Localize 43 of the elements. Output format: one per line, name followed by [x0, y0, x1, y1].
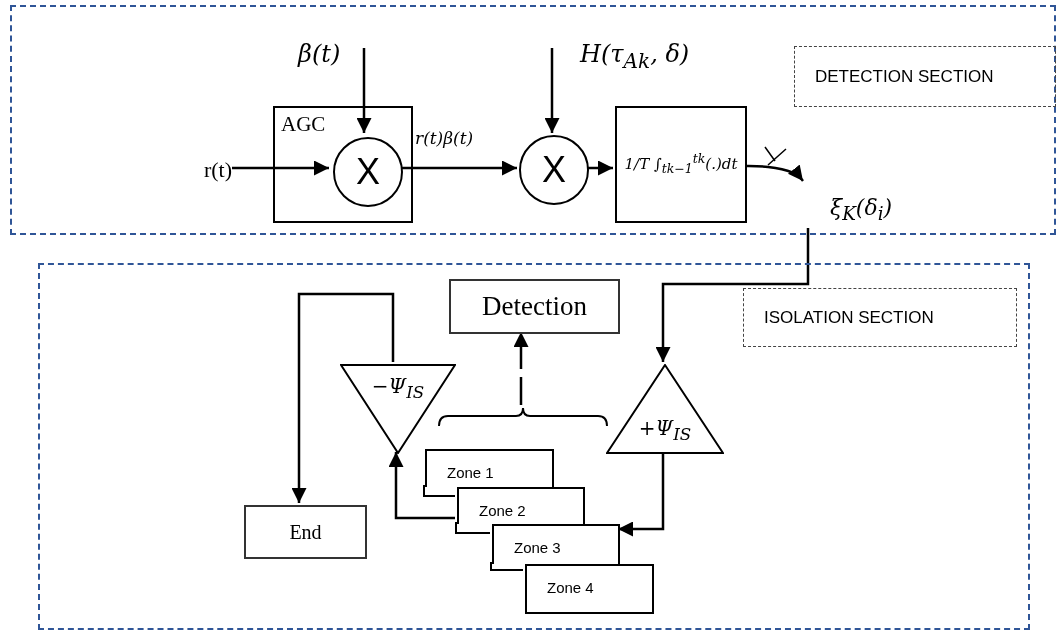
integrator-block: [615, 106, 747, 223]
arrow: [513, 332, 529, 405]
zone-box: [492, 524, 620, 564]
multiply-symbol: X: [356, 154, 380, 190]
zone-label: Zone 1: [447, 465, 494, 480]
arrow: [618, 452, 665, 537]
section-title: ISOLATION SECTION: [764, 309, 934, 326]
block-label: Detection: [482, 293, 587, 320]
threshold-triangle: [340, 364, 456, 454]
multiply-symbol: X: [542, 152, 566, 188]
threshold-triangle: [606, 364, 724, 454]
signal-label: r(t): [203, 159, 232, 181]
end-box: [244, 505, 367, 559]
arrow: [356, 48, 372, 133]
agc-block: [273, 106, 413, 223]
block-label: End: [289, 522, 322, 542]
arrow: [388, 452, 455, 520]
integral-formula: 1/T ∫$_{tk−1}$$^{tk}$(.)dt: [624, 153, 738, 176]
section-title: DETECTION SECTION: [815, 68, 994, 85]
section-band: [10, 5, 1056, 235]
zone-box: [425, 449, 554, 487]
arrow: [745, 164, 804, 182]
section-heading: [743, 288, 1017, 347]
arrow: [544, 48, 560, 133]
zone-box: [525, 564, 654, 614]
detection-box: [449, 279, 620, 334]
block-label: AGC: [281, 114, 326, 135]
zone-label: Zone 3: [514, 540, 561, 555]
arrow: [291, 292, 395, 503]
signal-label: ξ$_{K}$(δ$_{i}$): [830, 196, 893, 224]
section-heading: [794, 46, 1056, 107]
edge-label: r(t)β(t): [415, 130, 474, 147]
threshold-label: −Ψ$_{IS}$: [371, 376, 425, 402]
signal-label: β(t): [298, 42, 341, 66]
signal-label: H(τ$_{Ak}$, δ): [580, 42, 690, 71]
section-band: [38, 263, 1030, 630]
zone-box: [457, 487, 585, 524]
zone-label: Zone 2: [479, 503, 526, 518]
threshold-label: +Ψ$_{IS}$: [638, 418, 692, 444]
arrow: [587, 160, 613, 176]
arrow: [232, 160, 329, 176]
zone-label: Zone 4: [547, 580, 594, 595]
arrow: [655, 228, 810, 362]
